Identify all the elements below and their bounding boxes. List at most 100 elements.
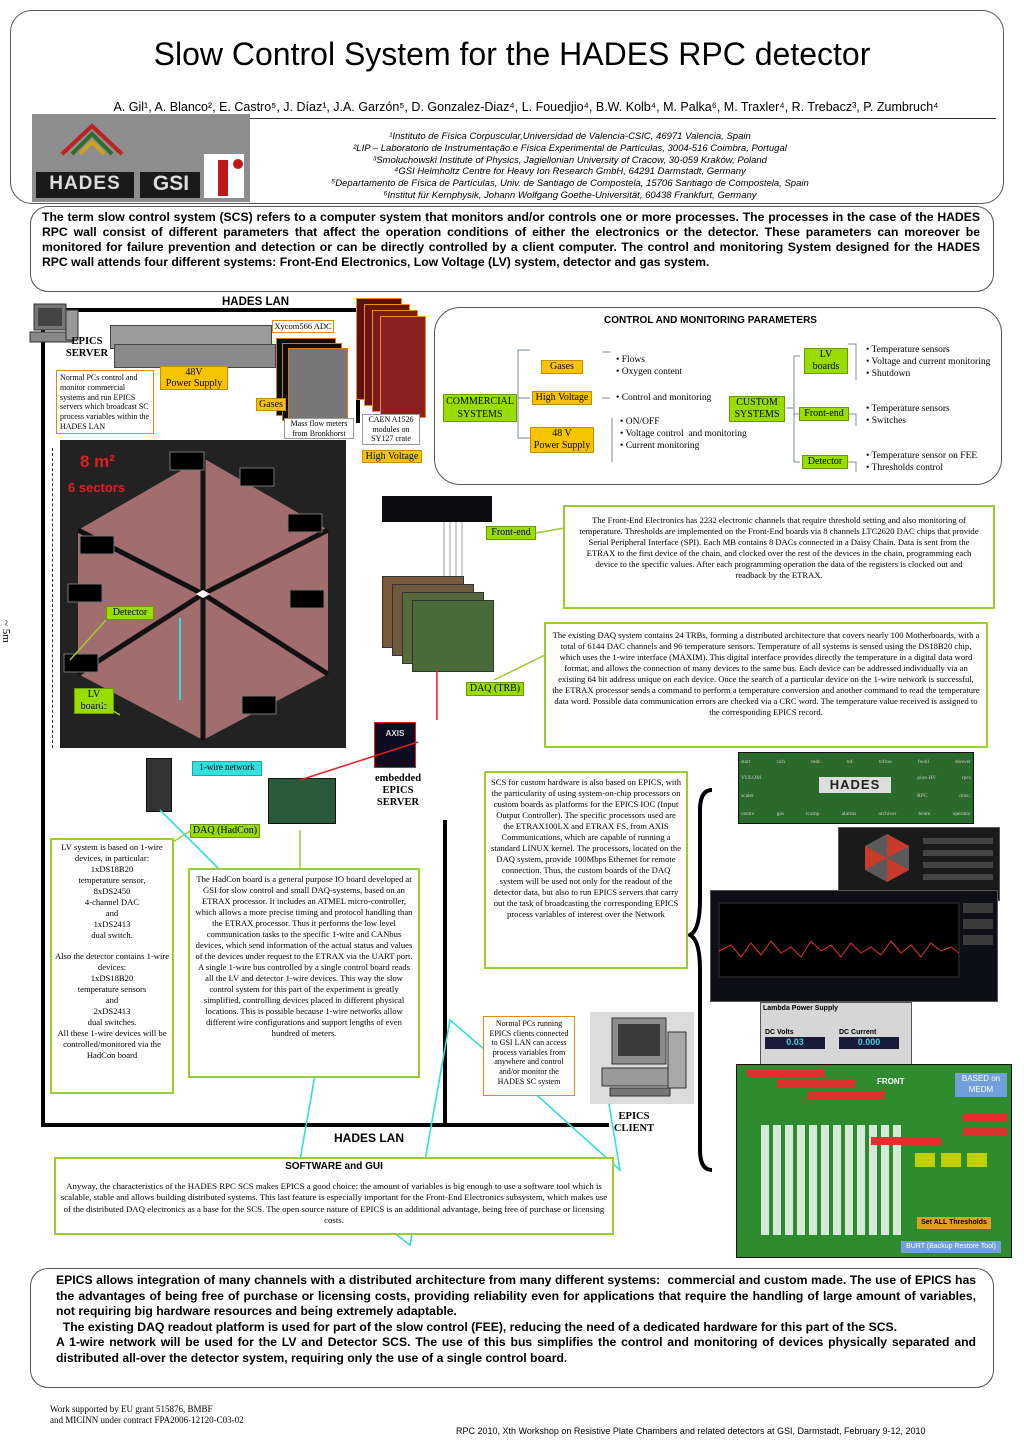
lv-line: temperature sensor, — [78, 875, 146, 885]
intro-text: The term slow control system (SCS) refer… — [42, 210, 980, 269]
software-title: SOFTWARE and GUI — [285, 1161, 383, 1172]
lv48-param: Voltage control and monitoring — [620, 428, 747, 440]
gui-menu-row: centre gas tcamp alarms archiver beam op… — [741, 811, 971, 817]
poster-title: Slow Control System for the HADES RPC de… — [153, 36, 871, 72]
lv-line: temperature sensors — [77, 984, 147, 994]
lv-boards-param: Temperature sensors — [866, 344, 990, 356]
lv-line: dual switch. — [91, 930, 133, 940]
gui-menu-item[interactable]: gas — [776, 811, 784, 817]
high-voltage-label: High Voltage — [362, 450, 422, 463]
lv-line — [54, 941, 170, 951]
detector-hexagon-icon — [60, 440, 346, 748]
gui-menu-panel: start rich mdc tof tofino fwall shower V… — [738, 752, 974, 824]
gui-menu-item[interactable]: scaler — [741, 793, 754, 799]
cmp-front-end-label: Front-end — [799, 407, 849, 421]
lv-line: Also the detector contains 1-wire device… — [54, 951, 170, 972]
cmp-hv-label: High Voltage — [532, 391, 592, 405]
gui-hades-logo: HADES — [819, 777, 891, 793]
dc-current-value: 0.000 — [839, 1037, 899, 1049]
gui-menu-row: VULOM pion HV rpcs — [741, 775, 971, 781]
hadcon-board — [268, 778, 336, 824]
caen-note: CAEN A1526 modules on SY127 crate — [362, 414, 420, 445]
grant-line: Work supported by EU grant 515876, BMBF — [50, 1404, 213, 1414]
gui-menu-item[interactable]: centre — [741, 811, 755, 817]
trb-board-stack — [382, 576, 494, 672]
gui-menu-item[interactable]: archiver — [878, 811, 897, 817]
size-dimension-line — [52, 448, 53, 748]
lan-bar-left — [41, 308, 45, 1126]
cmp-title: CONTROL AND MONITORING PARAMETERS — [604, 315, 817, 326]
based-on-label: BASED on MEDM — [955, 1073, 1007, 1097]
temperature-plot — [718, 902, 993, 978]
gui-menu-item[interactable]: pion HV — [917, 775, 937, 781]
lv-line: and — [105, 908, 119, 918]
lv48-params-list: ON/OFF Voltage control and monitoring Cu… — [610, 416, 747, 452]
dc-current-label: DC Current — [839, 1029, 877, 1036]
hades-gsi-logo: HADES GSI — [32, 114, 250, 202]
cmp-detector-label: Detector — [802, 455, 848, 469]
detector-label: Detector — [106, 606, 154, 620]
dc-volts-label: DC Volts — [765, 1029, 794, 1036]
software-text: Anyway, the characteristics of the HADES… — [60, 1181, 608, 1226]
epics-client-label: EPICS CLIENT — [613, 1111, 655, 1134]
gui-menu-item[interactable]: rich — [776, 759, 786, 765]
lv-line: 1xDS18B20 — [90, 973, 134, 983]
gui-lambda-panel: Lambda Power Supply DC Volts DC Current … — [760, 1002, 912, 1066]
daq-text-box: The existing DAQ system contains 24 TRBs… — [544, 622, 988, 748]
cmp-lv48-label: 48 V Power Supply — [530, 427, 594, 453]
lv-line: 1xDS18B20 — [90, 864, 134, 874]
gui-menu-item[interactable]: beam — [918, 811, 931, 817]
gui-menu-item[interactable]: alarms — [841, 811, 857, 817]
hv-crate-stack — [356, 298, 426, 418]
embedded-server-label: embedded EPICS SERVER — [374, 773, 422, 808]
affiliation: ⁵Departamento de Física de Partículas, U… — [331, 178, 809, 190]
conclusion-text: EPICS allows integration of many channel… — [56, 1273, 976, 1367]
gas-rack-stack — [276, 338, 348, 426]
scs-text-box: SCS for custom hardware is also based on… — [484, 771, 688, 969]
gases-param: Oxygen content — [616, 366, 682, 378]
cmp-gases-label: Gases — [541, 360, 583, 374]
set-all-thresholds-button[interactable]: Set ALL Thresholds — [917, 1217, 991, 1229]
gui-menu-item[interactable]: shower — [955, 759, 971, 765]
lv-line: 4-channel DAC — [84, 897, 140, 907]
gui-menu-item[interactable]: tofino — [878, 759, 892, 765]
lv-boards-params-list: Temperature sensors Voltage and current … — [856, 344, 991, 380]
gui-menu-item[interactable]: fwall — [917, 759, 930, 765]
gui-menu-item[interactable]: VULOM — [741, 775, 762, 781]
lan-bar-bottom — [41, 1123, 609, 1127]
lv-boards-label: LV boards — [74, 688, 114, 714]
gui-menu-item[interactable]: rpcs — [961, 775, 971, 781]
affiliation: ¹Instituto de Física Corpuscular,Univers… — [389, 131, 751, 142]
lv-line: dual switches. — [87, 1017, 137, 1027]
conference-text: RPC 2010, Xth Workshop on Resistive Plat… — [456, 1426, 926, 1436]
detector-param: Temperature sensor on FEE — [866, 450, 978, 462]
gui-menu-item[interactable]: misc. — [959, 793, 971, 799]
affiliation: ²LIP – Laboratorio de Instrumentação e F… — [353, 142, 787, 154]
gui-menu-item[interactable]: tcamp — [806, 811, 820, 817]
cmp-tree-lines — [517, 343, 857, 472]
frontend-text-box: The Front-End Electronics has 2232 elect… — [563, 505, 995, 609]
detector-area-label: 8 m² — [80, 452, 115, 471]
gui-menu-item[interactable]: start — [741, 759, 751, 765]
affiliation: ⁴GSI Helmholtz Centre for Heavy Ion Rese… — [394, 166, 746, 178]
sector-hexagon-icon — [865, 834, 993, 882]
intro-box — [30, 206, 994, 292]
onewire-device — [146, 758, 172, 812]
author-list: A. Gil¹, A. Blanco², E. Castro⁵, J. Díaz… — [113, 100, 939, 114]
lv-line: All these 1-wire devices will be control… — [57, 1028, 167, 1060]
conclusion-paragraph: EPICS allows integration of many channel… — [56, 1273, 976, 1319]
gui-menu-item[interactable]: tof — [846, 759, 853, 765]
grant-line: and MICINN under contract FPA2006-12120-… — [50, 1415, 244, 1425]
lan-bar-riser-center — [443, 820, 447, 1125]
gui-plot-panel — [710, 890, 998, 1002]
gui-sector-panel — [838, 827, 1000, 901]
hv-params-list: Control and monitoring — [606, 392, 712, 404]
gui-menu-item[interactable]: operator — [952, 811, 971, 817]
lv-line: and — [105, 995, 119, 1005]
gui-menu-item[interactable]: mdc — [811, 759, 821, 765]
lv-line: 8xDS2450 — [93, 886, 131, 896]
dc-volts-value: 0.03 — [765, 1037, 825, 1049]
gui-menu-item[interactable]: RPC — [917, 793, 928, 799]
front-end-param: Temperature sensors — [866, 403, 950, 415]
gui-threshold-panel: BASED on MEDM FRONT Set ALL Thresholds B… — [736, 1064, 1012, 1258]
